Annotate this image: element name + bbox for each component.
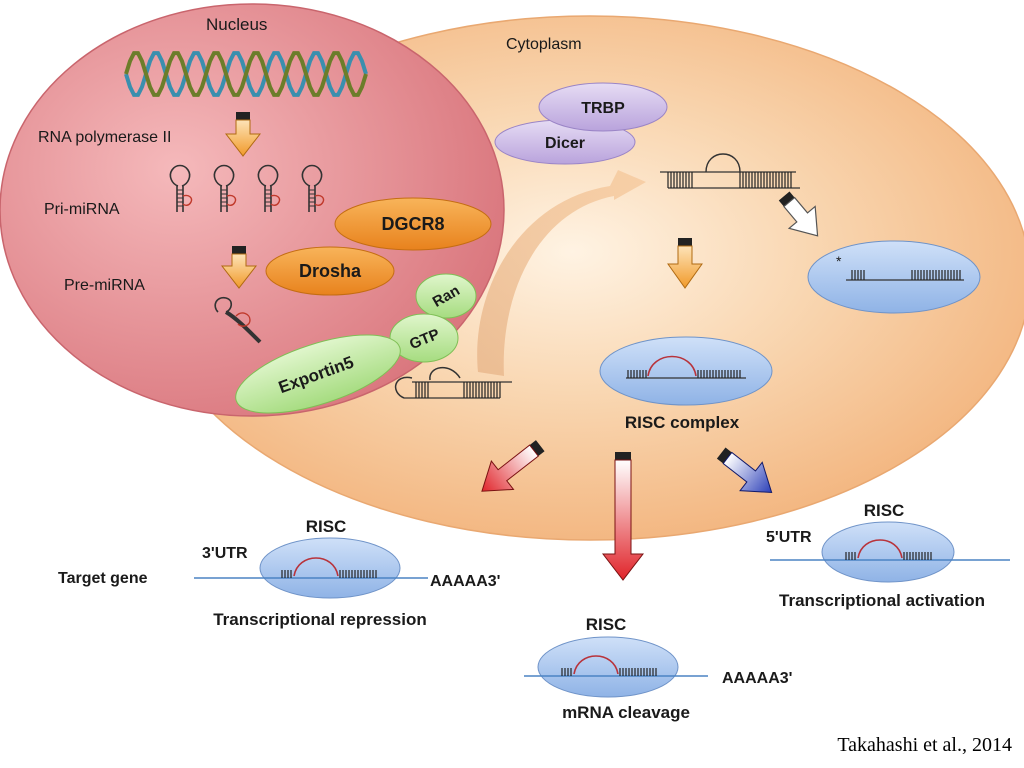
pre-mirna-label: Pre-miRNA xyxy=(64,277,145,294)
dna-helix-icon xyxy=(124,51,368,97)
activation-arrow-icon xyxy=(716,447,773,494)
trbp-label: TRBP xyxy=(581,100,625,117)
repression-risc-oval xyxy=(259,537,401,599)
cleavage-risc-label: RISC xyxy=(586,615,627,634)
transcription-arrow-icon xyxy=(224,112,262,157)
activation-risc-oval xyxy=(821,521,955,583)
dicer-label: Dicer xyxy=(545,135,585,152)
citation: Takahashi et al., 2014 xyxy=(837,734,1012,756)
dgcr8-protein xyxy=(334,197,492,251)
trbp-protein xyxy=(538,82,668,132)
activation-caption: Transcriptional activation xyxy=(779,591,985,610)
activation-utr-label: 5'UTR xyxy=(766,529,812,546)
risc-loading-arrow-icon xyxy=(667,238,703,289)
pre-mirna-hairpin xyxy=(214,296,262,344)
passenger-strand-oval xyxy=(807,240,981,314)
activation-risc-label: RISC xyxy=(864,501,905,520)
cleavage-arrow-icon xyxy=(220,246,258,289)
exported-pre-mirna xyxy=(394,367,512,399)
exportin5-protein xyxy=(235,334,401,414)
activation-outcome: RISC 5'UTR Transcriptional activation xyxy=(766,501,1010,610)
repression-outcome: RISC 3'UTR Target gene AAAAA3' Transcrip… xyxy=(58,517,500,629)
cytoplasm-label: Cytoplasm xyxy=(506,36,582,53)
nuclear-export-arrow xyxy=(477,170,646,376)
mirna-duplex xyxy=(660,153,800,189)
dgcr8-label: DGCR8 xyxy=(381,214,444,234)
star-marker: * xyxy=(836,253,842,269)
repression-polya-label: AAAAA3' xyxy=(430,573,500,590)
nucleus-compartment xyxy=(0,3,505,417)
risc-guide-strand xyxy=(626,355,746,379)
cleavage-outcome: RISC AAAAA3' mRNA cleavage xyxy=(524,615,792,722)
nucleus-label: Nucleus xyxy=(206,15,267,34)
pri-mirna-label: Pri-miRNA xyxy=(44,201,120,218)
passenger-strand xyxy=(846,270,964,281)
cleavage-polya-label: AAAAA3' xyxy=(722,670,792,687)
cleavage-arrow-down-icon xyxy=(601,452,645,581)
drosha-label: Drosha xyxy=(299,261,362,281)
drosha-protein xyxy=(265,246,395,296)
rna-polymerase-label: RNA polymerase II xyxy=(38,129,171,146)
repression-risc-label: RISC xyxy=(306,517,347,536)
cleavage-caption: mRNA cleavage xyxy=(562,703,690,722)
ran-protein xyxy=(415,273,477,319)
risc-complex-label: RISC complex xyxy=(625,413,740,432)
cleavage-risc-oval xyxy=(537,636,679,698)
risc-complex xyxy=(599,336,773,406)
repression-caption: Transcriptional repression xyxy=(213,610,427,629)
repression-arrow-icon xyxy=(481,440,545,492)
repression-utr-label: 3'UTR xyxy=(202,545,248,562)
target-gene-label: Target gene xyxy=(58,570,148,587)
passenger-strand-arrow-icon xyxy=(778,191,819,237)
